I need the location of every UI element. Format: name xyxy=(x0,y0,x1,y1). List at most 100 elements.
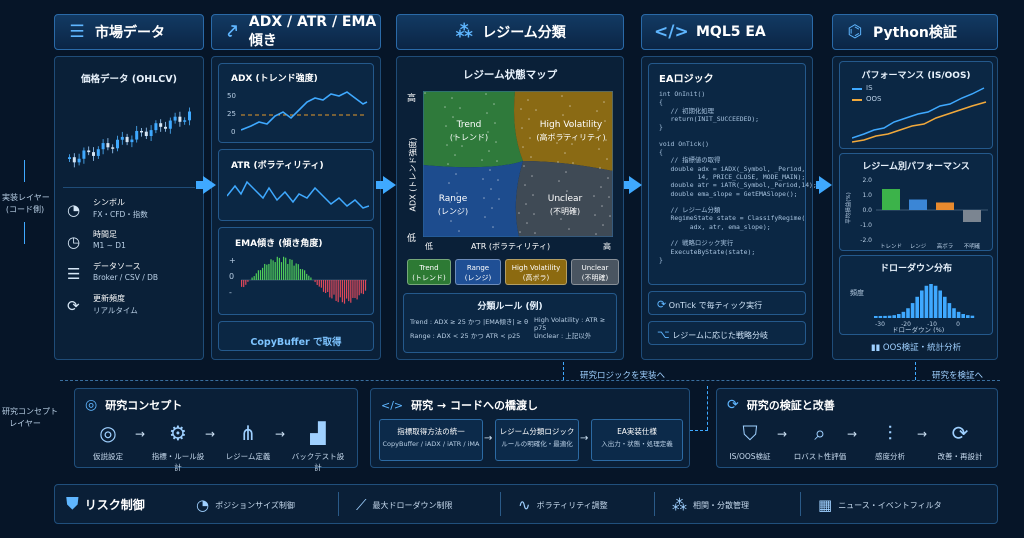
bridge-to-ea-link xyxy=(690,430,708,431)
market-info-label: データソース xyxy=(93,262,141,271)
scatter-point xyxy=(460,126,462,128)
header-python: ⌬Python検証 xyxy=(832,14,998,50)
risk-item: ⟋最大ドローダウン制限 xyxy=(356,496,453,514)
scatter-point xyxy=(452,116,454,118)
drawdown-bar xyxy=(901,311,906,318)
ema-bar xyxy=(339,280,341,298)
bridge-box-title: レジーム分類ロジック xyxy=(499,427,575,436)
candle-body xyxy=(159,123,163,127)
copybuffer-card[interactable]: CopyBuffer で取得 xyxy=(218,321,374,351)
ema-bar xyxy=(257,270,259,280)
ema-bar xyxy=(243,280,245,288)
x-tick-label: 不明確 xyxy=(964,242,981,250)
market-info-row: ⟳更新頻度リアルタイム xyxy=(67,293,197,321)
ema-bar xyxy=(333,280,335,295)
scatter-point xyxy=(600,186,602,188)
bridge-box: レジーム分類ロジックルールの明確化・最適化 xyxy=(495,419,579,461)
ema-bar xyxy=(320,280,322,288)
scatter-point xyxy=(488,150,490,152)
scatter-point xyxy=(559,199,561,201)
scatter-point xyxy=(497,179,499,181)
ema-bar xyxy=(262,267,264,280)
shield-icon: ⛊ xyxy=(66,494,79,514)
drawdown-bar xyxy=(938,290,942,318)
risk-divider xyxy=(800,492,801,516)
candle-body xyxy=(106,143,110,148)
scatter-point xyxy=(524,184,526,186)
market-info-label: シンボル xyxy=(93,198,125,207)
regime-legend-item: Trend(トレンド) xyxy=(407,259,451,285)
strategy-branch-card[interactable]: ⌥ レジームに応じた戦略分岐 xyxy=(648,321,806,345)
step-arrow: → xyxy=(275,427,286,441)
regime-perf-ylabel: 平均損益(%) xyxy=(846,192,852,224)
cycle-icon: ⟳ xyxy=(727,397,739,413)
step-chart: ▟バックテスト設計 xyxy=(289,421,347,473)
scatter-point xyxy=(496,160,498,162)
bar-トレンド xyxy=(882,189,900,210)
y-tick-label: 1.0 xyxy=(862,192,872,199)
verify-panel: ⟳ 研究の検証と改善 ⛉IS/OOS検証→⌕ロバスト性評価→⫶感度分析→⟳改善・… xyxy=(716,388,998,468)
bridge-box-title: EA実装仕様 xyxy=(617,427,657,436)
ema-bar xyxy=(283,256,285,280)
ontick-label: OnTick で毎ティック実行 xyxy=(668,301,763,310)
scatter-point xyxy=(533,213,535,215)
ema-bar xyxy=(341,280,343,303)
bridge-box-sub: 入出力・状態・処理定義 xyxy=(601,440,673,448)
market-divider xyxy=(63,187,195,188)
flow-arrow-body xyxy=(196,181,204,189)
step-arrow: → xyxy=(205,427,216,441)
step-label: IS/OOS検証 xyxy=(729,452,771,461)
rule-text: Unclear : 上記以外 xyxy=(534,332,592,340)
scatter-point xyxy=(532,194,534,196)
scatter-point xyxy=(598,148,600,150)
flow-arrow xyxy=(629,176,642,194)
scatter-point xyxy=(599,167,601,169)
scatter-point xyxy=(454,154,456,156)
y-tick-label: 2.0 xyxy=(862,177,872,184)
adx-line-chart xyxy=(241,91,368,131)
scatter-point xyxy=(490,188,492,190)
ema-bar xyxy=(308,275,310,280)
perf-title: パフォーマンス (IS/OOS) xyxy=(861,71,971,81)
x-tick-label: レンジ xyxy=(910,244,927,250)
scatter-point xyxy=(572,162,574,164)
drawdown-xlabel: ドローダウン (%) xyxy=(892,326,945,334)
ema-bar xyxy=(356,280,358,300)
drawdown-bar xyxy=(910,303,915,318)
scatter-point xyxy=(602,224,604,226)
atr-series-line xyxy=(227,180,369,209)
scatter-point xyxy=(444,106,446,108)
scatter-point xyxy=(498,198,500,200)
market-info-value: FX・CFD・指数 xyxy=(93,210,148,219)
market-info-value: Broker / CSV / DB xyxy=(93,273,159,282)
legend-jp: (レンジ) xyxy=(464,274,492,282)
step-arrow: → xyxy=(777,427,788,441)
ema-bar xyxy=(354,280,356,299)
drawdown-ylabel: 頻度 xyxy=(850,289,864,297)
quadrant-jp: (高ボラティリティ) xyxy=(536,132,605,142)
concept-panel: ◎ 研究コンセプト ◎仮説設定→⚙指標・ルール設計→⋔レジーム定義→▟バックテス… xyxy=(74,388,358,472)
atr-line-chart xyxy=(227,180,369,209)
ema-bar xyxy=(278,257,280,280)
clock-icon: ◷ xyxy=(67,233,81,251)
step-label: 仮説設定 xyxy=(93,452,123,461)
drawdown-bar xyxy=(906,308,910,318)
risk-panel xyxy=(54,484,998,524)
ema-bar xyxy=(247,280,249,282)
ema-bar xyxy=(276,256,278,280)
refresh-icon: ⟳ xyxy=(951,421,969,445)
ontick-card[interactable]: ⟳ OnTick で毎ティック実行 xyxy=(648,291,806,315)
dd-x-tick: 0 xyxy=(956,321,960,328)
ema-bar xyxy=(255,273,257,280)
python-footer: ▮▮ OOS検証・統計分析 xyxy=(839,341,993,353)
scatter-point xyxy=(446,144,448,146)
legend-jp: (高ボラ) xyxy=(522,274,550,282)
scatter-point xyxy=(455,173,457,175)
ea-code-block: int OnInit() { // 初期化処理 return(INIT_SUCC… xyxy=(659,90,817,264)
ema-bar xyxy=(270,259,272,280)
scatter-point xyxy=(481,159,483,161)
step-label: バックテスト設計 xyxy=(291,452,345,472)
